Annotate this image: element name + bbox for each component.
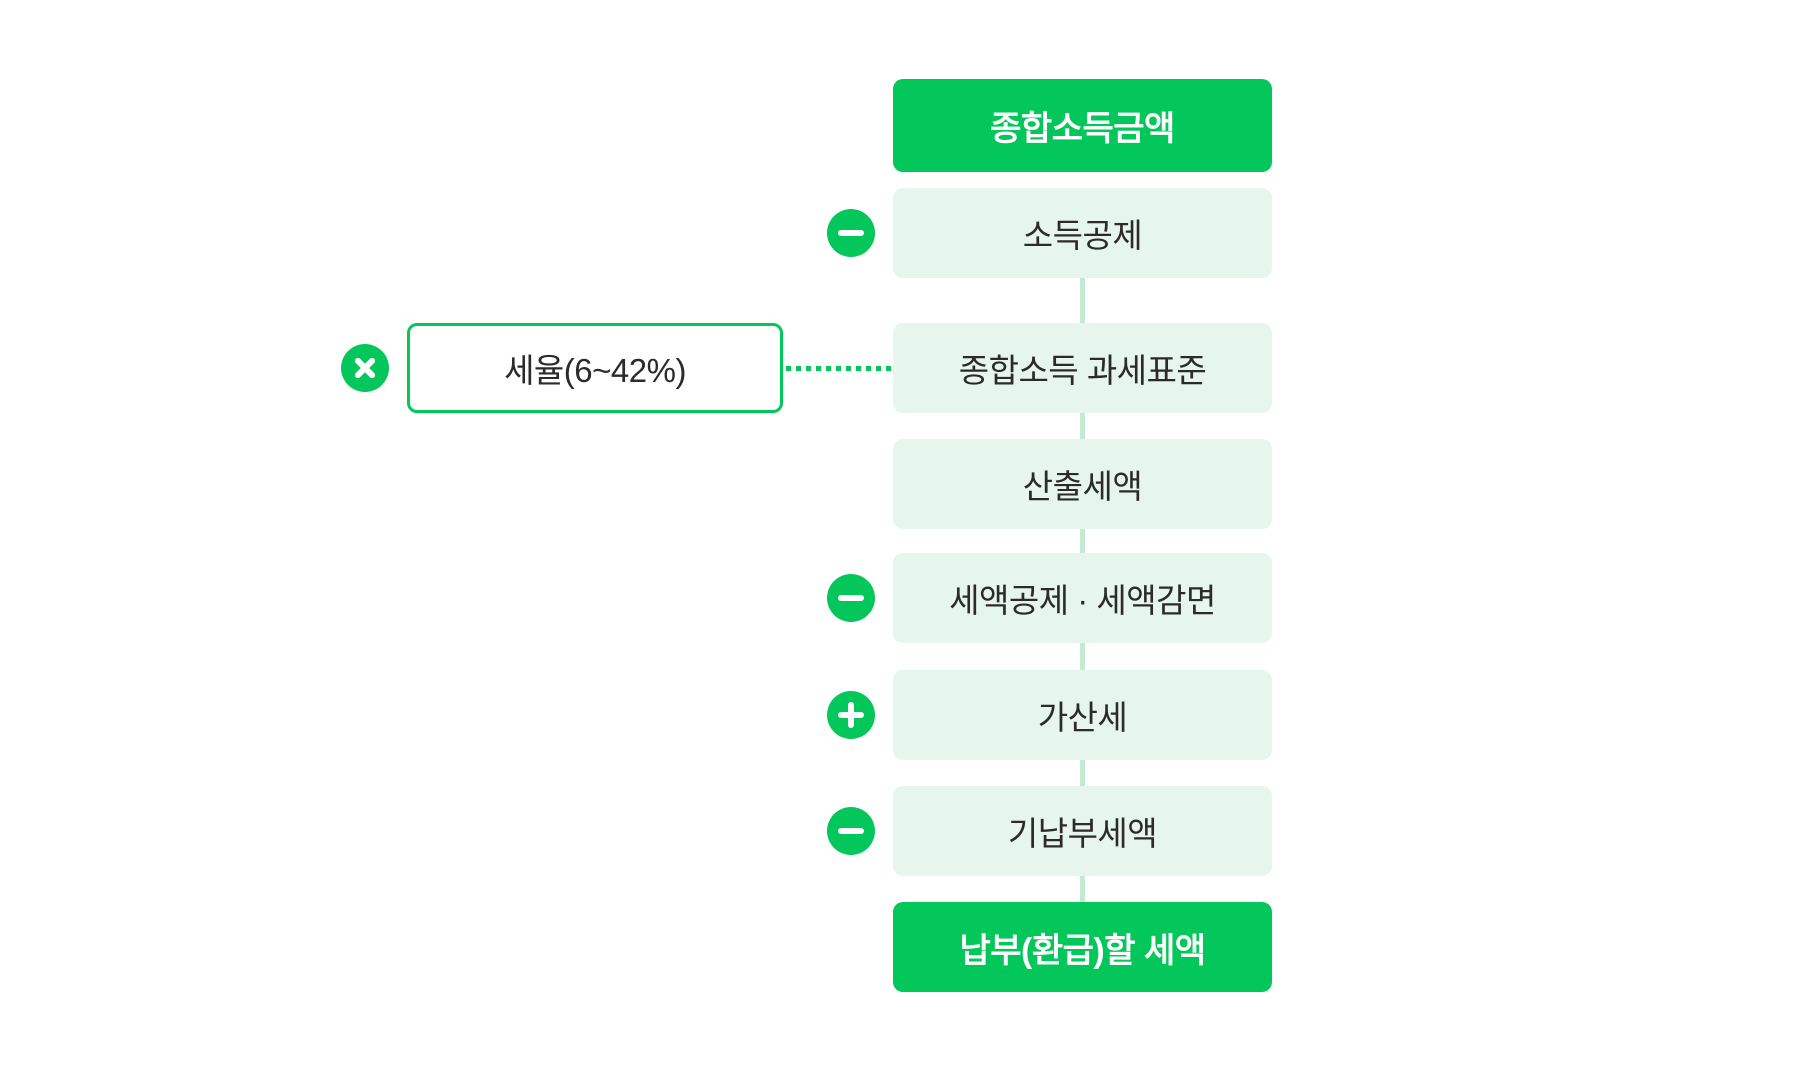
node-tax-payable-refundable: 납부(환급)할 세액 <box>893 902 1272 992</box>
node-tax-credit-reduction: 세액공제 · 세액감면 <box>893 553 1272 643</box>
connector-line <box>1080 412 1085 440</box>
connector-line <box>1080 759 1085 787</box>
connector-line <box>1080 875 1085 903</box>
dotted-connector-line <box>786 366 893 371</box>
node-total-income: 종합소득금액 <box>893 79 1272 172</box>
node-label: 기납부세액 <box>1007 815 1158 852</box>
node-label: 산출세액 <box>1022 468 1143 505</box>
node-tax-rate: 세율(6~42%) <box>407 323 783 413</box>
plus-icon <box>827 691 875 739</box>
multiply-icon <box>341 344 389 392</box>
minus-icon <box>827 574 875 622</box>
node-label: 세액공제 · 세액감면 <box>949 582 1216 619</box>
node-label: 종합소득금액 <box>990 110 1175 148</box>
node-penalty-tax: 가산세 <box>893 670 1272 760</box>
node-label: 납부(환급)할 세액 <box>959 931 1206 970</box>
connector-line <box>1080 642 1085 671</box>
connector-line <box>1080 277 1085 324</box>
node-label: 가산세 <box>1037 699 1128 736</box>
node-tax-base: 종합소득 과세표준 <box>893 323 1272 413</box>
node-label: 소득공제 <box>1022 217 1143 254</box>
node-label: 세율(6~42%) <box>504 352 686 389</box>
node-income-deduction: 소득공제 <box>893 188 1272 278</box>
minus-icon <box>827 807 875 855</box>
minus-icon <box>827 209 875 257</box>
node-prepaid-tax: 기납부세액 <box>893 786 1272 876</box>
node-calculated-tax: 산출세액 <box>893 439 1272 529</box>
node-label: 종합소득 과세표준 <box>958 352 1207 389</box>
connector-line <box>1080 528 1085 554</box>
